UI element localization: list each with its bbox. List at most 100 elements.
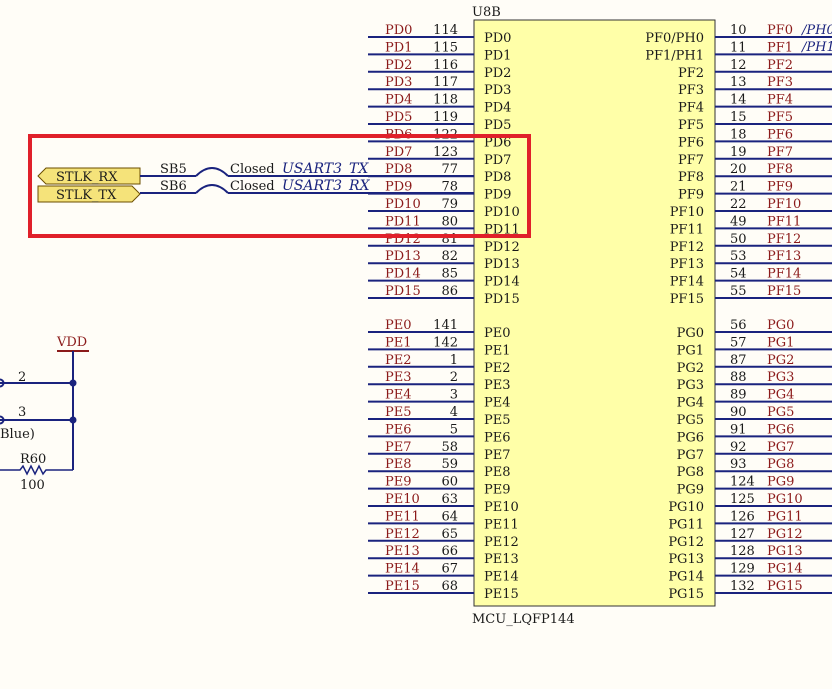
left-pin-name: PD5 <box>484 118 511 133</box>
sb5-bridge[interactable] <box>195 167 229 177</box>
right-pin-name: PG0 <box>677 326 704 341</box>
right-net-label: PF14 <box>767 267 801 282</box>
left-pin-name: PE9 <box>484 483 511 498</box>
left-net-label: PE12 <box>385 527 420 542</box>
sb6-label: SB6 <box>160 179 187 194</box>
sb6-bridge[interactable] <box>195 184 229 194</box>
left-net-label: PE5 <box>385 405 412 420</box>
right-pin-name: PF7 <box>678 153 704 168</box>
right-pin-name: PF4 <box>678 101 704 116</box>
left-net-label: PD4 <box>385 93 412 108</box>
right-pin-name: PG13 <box>668 552 704 567</box>
right-net-label: PG2 <box>767 353 794 368</box>
left-pin-number: 1 <box>450 353 458 368</box>
left-net-label: PE11 <box>385 509 420 524</box>
right-pin-name: PG12 <box>668 535 704 550</box>
right-pin-name: PG3 <box>677 378 704 393</box>
stlk-rx-port[interactable]: STLK_RX <box>37 167 141 185</box>
left-net-label: PE4 <box>385 388 412 403</box>
right-pin-name: PF5 <box>678 118 704 133</box>
stlk-tx-port[interactable]: STLK_TX <box>37 185 141 203</box>
chip-designator: U8B <box>472 5 501 20</box>
left-net-label: PD1 <box>385 40 412 55</box>
right-pin-number: 14 <box>730 93 747 108</box>
left-net-label: PE10 <box>385 492 420 507</box>
right-pin-number: 10 <box>730 23 747 38</box>
right-pin-name: PF13 <box>670 257 704 272</box>
right-pin-number: 20 <box>730 162 747 177</box>
right-pin-number: 13 <box>730 75 747 90</box>
right-pin-name: PG10 <box>668 500 704 515</box>
left-net-label: PD7 <box>385 145 412 160</box>
right-net-label: PF9 <box>767 180 793 195</box>
right-net-label: PG10 <box>767 492 803 507</box>
pin2-number: 2 <box>18 370 26 385</box>
r60-resistor[interactable] <box>0 464 73 476</box>
chip-body[interactable] <box>473 19 716 607</box>
usart3-tx-net: USART3_TX <box>282 161 369 177</box>
